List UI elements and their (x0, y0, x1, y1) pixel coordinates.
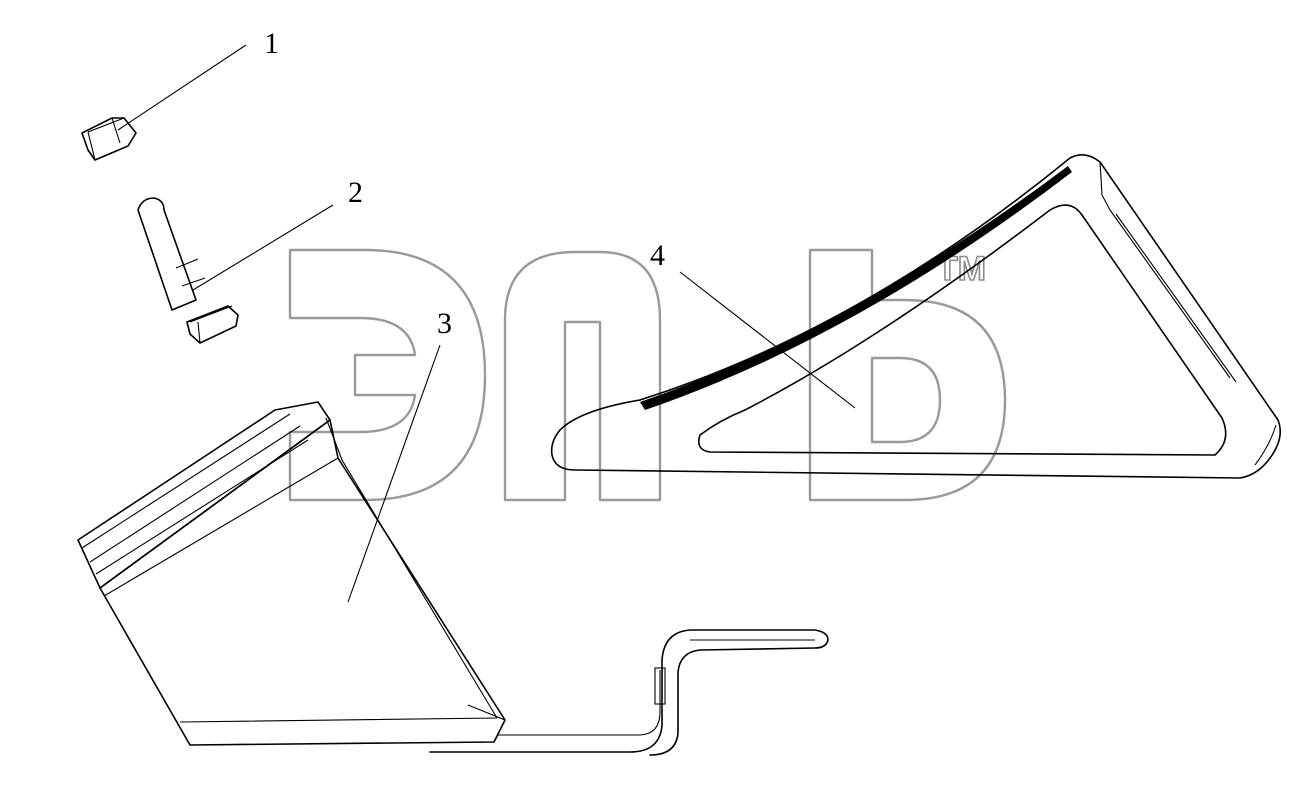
callout-3: 3 (437, 307, 452, 340)
leader-1 (117, 44, 247, 131)
watermark-letter-e (288, 248, 487, 502)
leader-3 (347, 344, 441, 603)
part-4-gusset (550, 154, 1281, 479)
watermark-letter-p (503, 250, 662, 502)
leader-lines (117, 44, 856, 603)
callout-2: 2 (348, 176, 363, 209)
part-3-bracket (77, 401, 829, 756)
callout-4: 4 (650, 239, 665, 272)
watermark-letter-s (808, 248, 1007, 502)
leader-4 (679, 271, 856, 409)
callout-1: 1 (264, 27, 279, 60)
part-2-bolt (137, 197, 239, 344)
part-1-nut (81, 117, 137, 161)
leader-2 (192, 204, 334, 291)
